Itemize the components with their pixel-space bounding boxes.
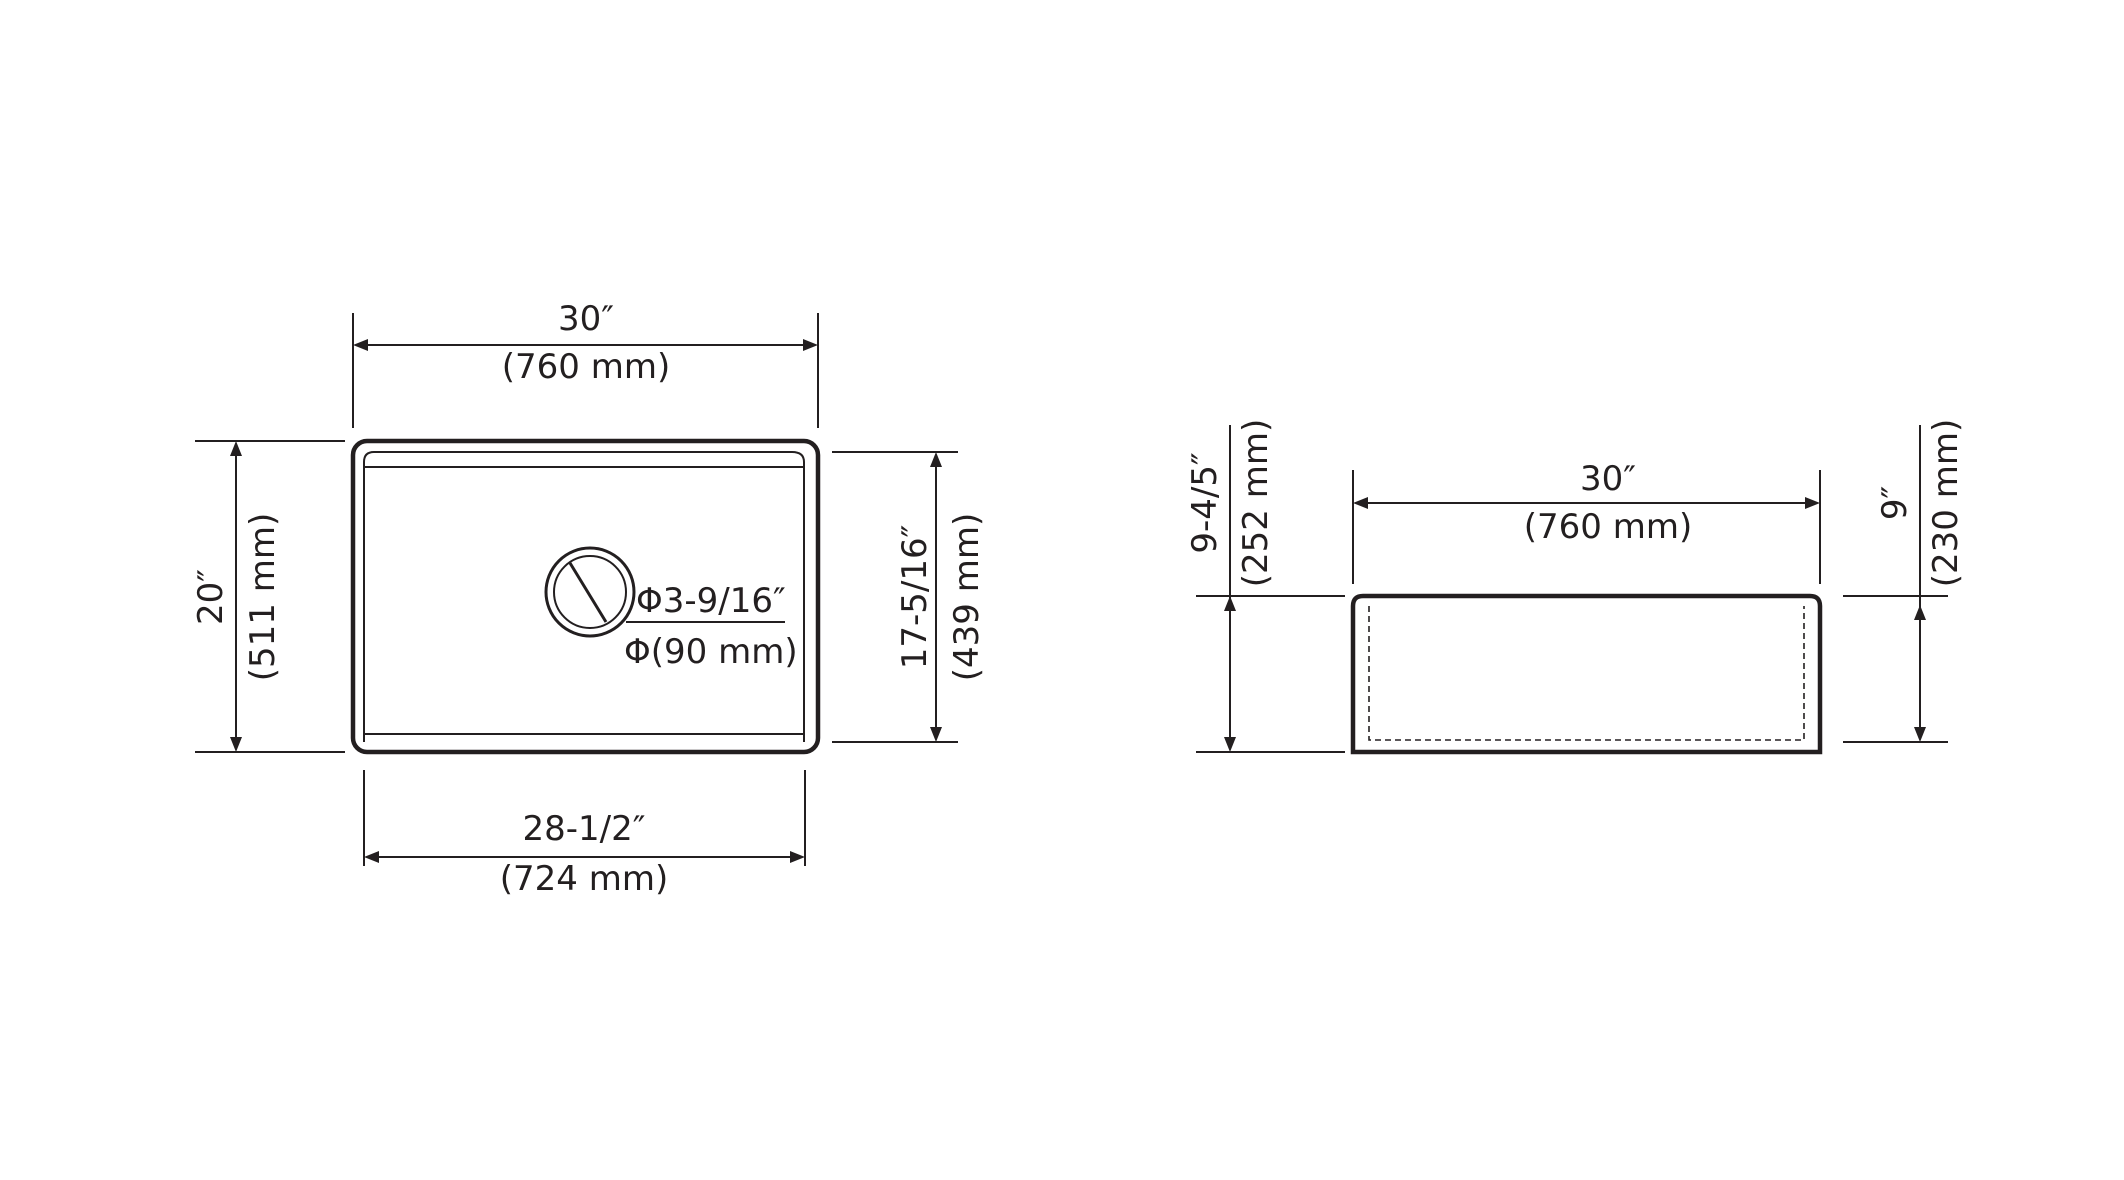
top-width-dimension [352, 313, 819, 428]
front-width-mm-label: (760 mm) [1524, 507, 1692, 547]
overall-height-dimension [1196, 425, 1345, 753]
bottom-inner-width-dimension [363, 770, 806, 866]
overall-height-inch-label: 9-4/5″ [1185, 452, 1225, 553]
bowl-hidden-outline [1368, 606, 1805, 741]
drain-diameter-inch-label: Φ3-9/16″ [636, 581, 786, 621]
right-depth-inch-label: 17-5/16″ [895, 525, 935, 670]
bowl-height-dimension [1843, 425, 1948, 743]
right-inner-depth-dimension [832, 451, 958, 743]
drain-diameter-mm-label: Φ(90 mm) [624, 632, 798, 672]
bottom-width-inch-label: 28-1/2″ [523, 809, 646, 849]
front-view: 30″ (760 mm) 9-4/5″ (252 mm) 9″ (230 mm) [1185, 419, 1966, 755]
top-view: 30″ (760 mm) 20″ (511 mm) 17-5/16″ (439 … [191, 299, 987, 899]
top-width-inch-label: 30″ [558, 299, 614, 339]
bowl-height-inch-label: 9″ [1875, 486, 1915, 520]
sink-outer-outline [350, 438, 821, 755]
left-depth-mm-label: (511 mm) [243, 513, 283, 681]
front-width-inch-label: 30″ [1580, 459, 1636, 499]
overall-height-mm-label: (252 mm) [1236, 419, 1276, 587]
front-width-dimension [1352, 470, 1821, 584]
right-depth-mm-label: (439 mm) [947, 513, 987, 681]
left-depth-inch-label: 20″ [191, 569, 231, 625]
top-width-mm-label: (760 mm) [502, 347, 670, 387]
drain-icon [544, 546, 636, 638]
left-depth-dimension [195, 440, 345, 753]
sink-front-outline [1350, 593, 1823, 755]
bowl-height-mm-label: (230 mm) [1926, 419, 1966, 587]
sink-inner-rim [363, 451, 805, 742]
bottom-width-mm-label: (724 mm) [500, 859, 668, 899]
